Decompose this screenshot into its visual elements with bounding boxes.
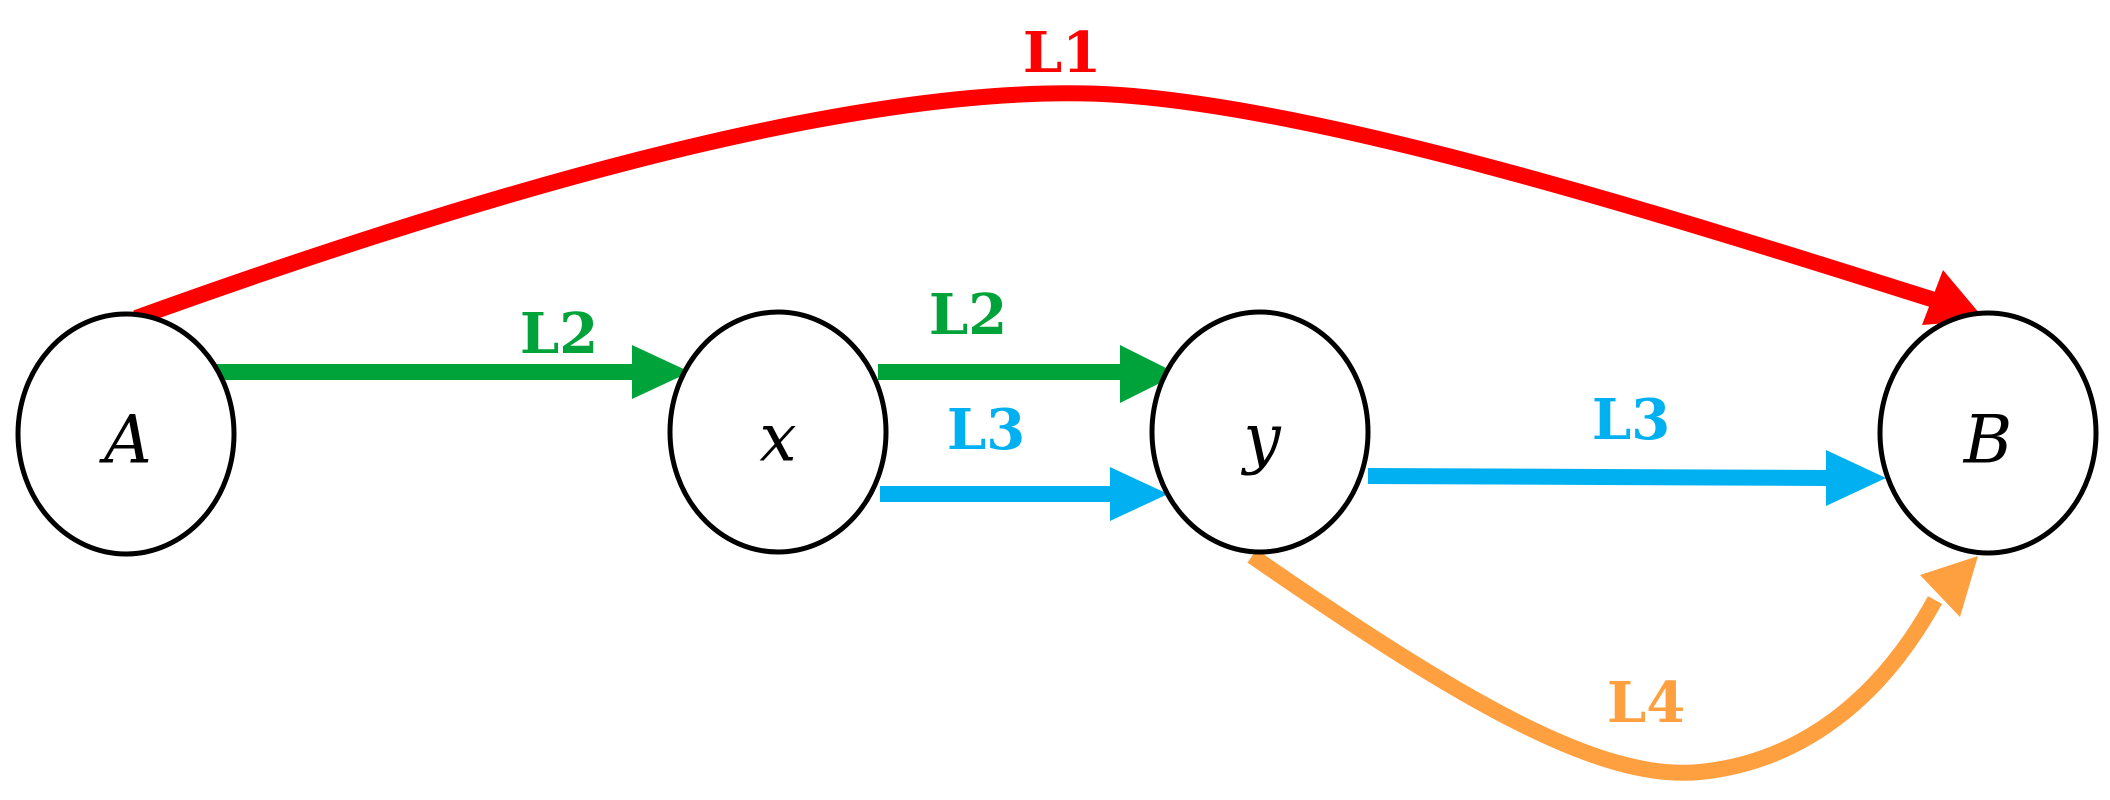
node-label-x: x: [759, 400, 796, 477]
node-label-b: B: [1963, 402, 2013, 479]
edge-label-l4: L4: [1607, 670, 1685, 736]
edge-l2-x-to-y: [878, 345, 1178, 403]
node-a: A: [15, 311, 237, 557]
edge-label-l3-first: L3: [947, 397, 1025, 463]
edge-l2-a-to-x: [216, 345, 690, 399]
edge-l4: [1247, 549, 1978, 781]
node-b: B: [1877, 310, 2099, 556]
node-y: y: [1149, 309, 1371, 555]
edge-l3-x-to-y: [880, 467, 1168, 521]
edge-label-l1: L1: [1023, 20, 1101, 86]
edge-label-l2-second: L2: [929, 282, 1007, 348]
node-label-y: y: [1240, 400, 1281, 477]
edge-l3-y-to-b: [1367, 450, 1886, 506]
node-label-a: A: [98, 402, 152, 479]
node-x: x: [667, 309, 889, 555]
edge-label-l2-first: L2: [520, 301, 598, 367]
edge-label-l3-second: L3: [1592, 387, 1670, 453]
edge-l1: [133, 85, 1985, 326]
